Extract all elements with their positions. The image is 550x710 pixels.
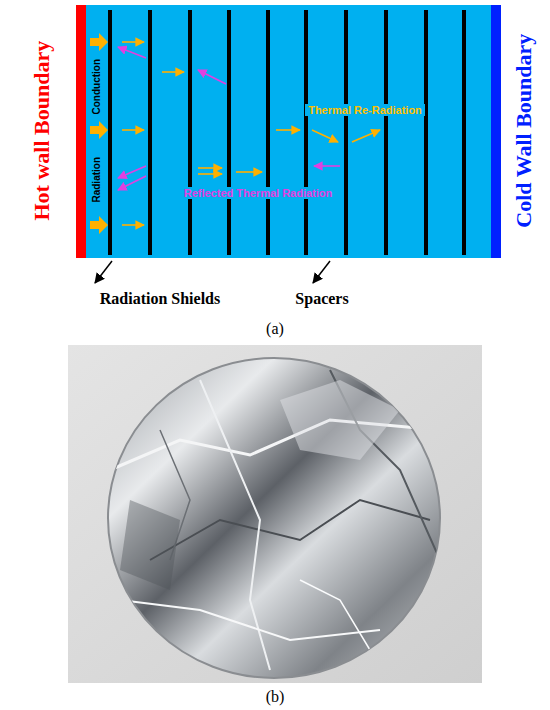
part-label: Spacers [295, 290, 348, 308]
cold-wall [491, 5, 501, 258]
radiation-arrows [122, 42, 380, 225]
photo-background [68, 345, 482, 683]
radiation-shield [424, 10, 428, 255]
re-radiation-arrow [352, 130, 380, 142]
radiation-arrow [162, 71, 184, 73]
radiation-shield [304, 10, 308, 255]
highlight [280, 380, 400, 460]
radiation-shield [108, 10, 112, 255]
radiation-shield [384, 10, 388, 255]
radiation-arrow [198, 167, 222, 169]
crease [300, 580, 370, 650]
heat-arrow [90, 216, 108, 234]
boundary-label: Hot wall Boundary [29, 41, 54, 221]
radiation-label: Thermal Re-Radiation [305, 104, 425, 117]
spacer-region [85, 5, 492, 258]
radiation-shield [148, 10, 152, 255]
heat-arrow [90, 121, 108, 139]
reflected-arrow [314, 165, 340, 167]
heat-flux-arrows [90, 33, 108, 234]
re-radiation-arrow [312, 130, 338, 142]
foil-creases [110, 370, 440, 670]
reflected-arrow [118, 47, 146, 58]
leader-lines [95, 261, 330, 283]
crease [200, 380, 270, 670]
panel-label: (a) [266, 320, 284, 338]
mode-label: Radiation [91, 157, 103, 203]
crease [120, 600, 380, 640]
leader-line [95, 261, 112, 283]
radiation-shield [344, 10, 348, 255]
radiation-arrow [122, 129, 144, 131]
boundary-label: Cold Wall Boundary [511, 34, 536, 228]
foil-disk [108, 358, 440, 678]
part-label: Radiation Shields [100, 290, 220, 308]
shadow [120, 500, 180, 590]
radiation-arrow [236, 171, 262, 173]
mode-label: Conduction [91, 59, 103, 115]
radiation-shield [188, 10, 192, 255]
radiation-shield [227, 10, 231, 255]
crease [150, 500, 430, 560]
leader-line [313, 261, 330, 283]
reflected-arrow [198, 70, 226, 84]
radiation-shield [266, 10, 270, 255]
heat-arrow [90, 33, 108, 51]
crease [110, 420, 440, 470]
radiation-shields [110, 10, 464, 255]
radiation-arrow [122, 224, 144, 226]
reflected-arrow [118, 176, 146, 190]
radiation-arrow [276, 129, 300, 131]
reflected-arrows [118, 47, 340, 190]
radiation-label: Reflected Thermal Radiation [181, 187, 336, 200]
radiation-arrow [198, 173, 222, 175]
radiation-shield [462, 10, 466, 255]
hot-wall [76, 5, 86, 258]
radiation-arrow [122, 41, 144, 43]
panel-label: (b) [266, 688, 285, 706]
reflected-arrow [118, 166, 146, 178]
